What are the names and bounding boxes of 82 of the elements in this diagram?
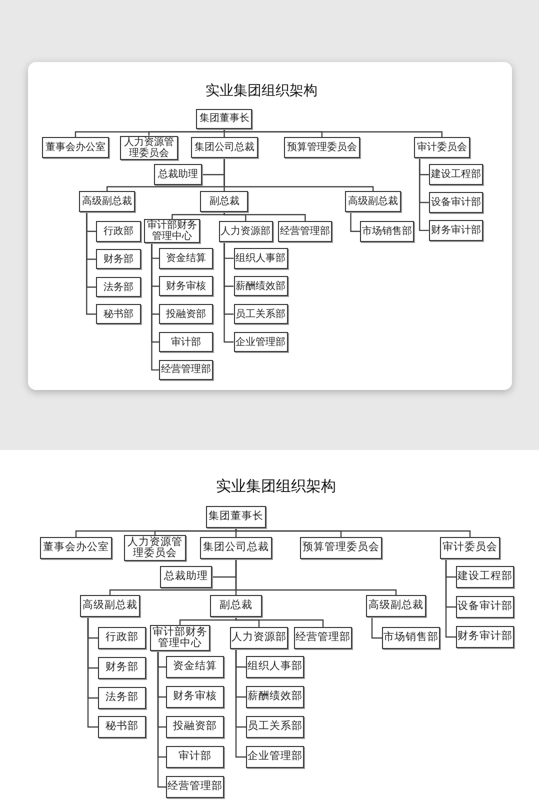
org-box: 经营管理部 [278,221,332,242]
org-box: 人力资源管理委员会 [120,136,178,160]
org-box: 财务审计部 [428,220,483,241]
org-box: 审计部 [166,746,224,768]
chart-title: 实业集团组织架构 [216,477,336,496]
connector-line [235,617,324,627]
org-box: 行政部 [98,627,146,649]
org-box: 投融资部 [166,716,224,738]
org-box: 经营管理部 [159,360,214,380]
org-box: 副总裁 [210,595,262,617]
connector-line [172,212,225,220]
org-box: 设备审计部 [428,192,483,213]
org-box: 集团公司总裁 [200,537,272,559]
org-box: 资金结算 [166,656,224,678]
connector-line [445,559,456,638]
connector-line [235,528,471,537]
org-box: 预算管理委员会 [300,537,382,559]
connector-line [224,129,442,138]
connector-line [148,129,225,136]
org-box: 组织人事部 [234,248,288,269]
org-box: 人力资源部 [230,627,288,649]
org-box: 市场销售部 [360,221,414,242]
org-box: 经营管理部 [166,776,224,798]
org-box: 员工关系部 [234,304,288,324]
org-box: 集团董事长 [196,108,252,130]
chart-title: 实业集团组织架构 [205,82,318,100]
org-box: 副总裁 [200,191,248,212]
connector-line [224,158,374,192]
org-box: 秘书部 [96,304,141,324]
org-box: 高级副总裁 [79,191,135,212]
org-box: 财务审核 [159,276,214,296]
org-box: 建设工程部 [428,164,483,185]
org-box: 审计委员会 [414,137,470,158]
org-box: 行政部 [96,221,141,242]
org-box: 财务审计部 [456,626,514,648]
connector-line [350,212,360,232]
org-box: 审计部财务管理中心 [144,219,200,244]
org-box: 薪酬绩效部 [234,276,288,296]
org-box: 建设工程部 [456,566,514,588]
org-box: 企业管理部 [234,332,288,352]
org-box: 董事会办公室 [42,137,109,158]
org-box: 审计部财务管理中心 [150,625,210,651]
connector-line [224,242,234,343]
connector-line [157,651,166,788]
org-box: 财务部 [98,657,146,679]
org-box: 高级副总裁 [80,595,140,617]
org-box: 董事会办公室 [40,537,112,559]
org-box: 集团董事长 [206,506,266,528]
org-box: 财务部 [96,249,141,270]
connector-line [151,243,160,371]
connector-line [418,158,429,232]
connector-line [371,617,382,639]
connector-line [224,212,306,222]
org-box: 预算管理委员会 [284,137,360,158]
org-box: 人力资源管理委员会 [124,535,186,561]
connector-line [235,559,397,595]
org-box: 设备审计部 [456,596,514,618]
connector-line [179,617,237,625]
org-box: 法务部 [96,276,141,298]
org-box: 投融资部 [159,304,214,324]
org-box: 总裁助理 [154,164,202,185]
org-box: 组织人事部 [246,656,304,678]
org-box: 审计委员会 [440,537,500,559]
org-box: 财务审核 [166,686,224,708]
org-box: 集团公司总裁 [190,137,258,158]
org-box: 经营管理部 [294,627,352,649]
org-box: 总裁助理 [160,566,212,588]
org-box: 法务部 [98,687,146,709]
org-box: 高级副总裁 [345,191,401,212]
connector-line [86,212,96,315]
org-box: 员工关系部 [246,716,304,738]
org-box: 资金结算 [159,248,214,269]
connector-line [154,528,237,535]
org-box: 市场销售部 [382,627,440,649]
connector-line [235,649,246,758]
org-box: 高级副总裁 [366,595,426,617]
org-box: 企业管理部 [246,746,304,768]
org-box: 薪酬绩效部 [246,686,304,708]
org-box: 秘书部 [98,716,146,738]
org-box: 人力资源部 [218,221,273,242]
connector-line [87,617,98,728]
org-box: 审计部 [159,332,214,352]
